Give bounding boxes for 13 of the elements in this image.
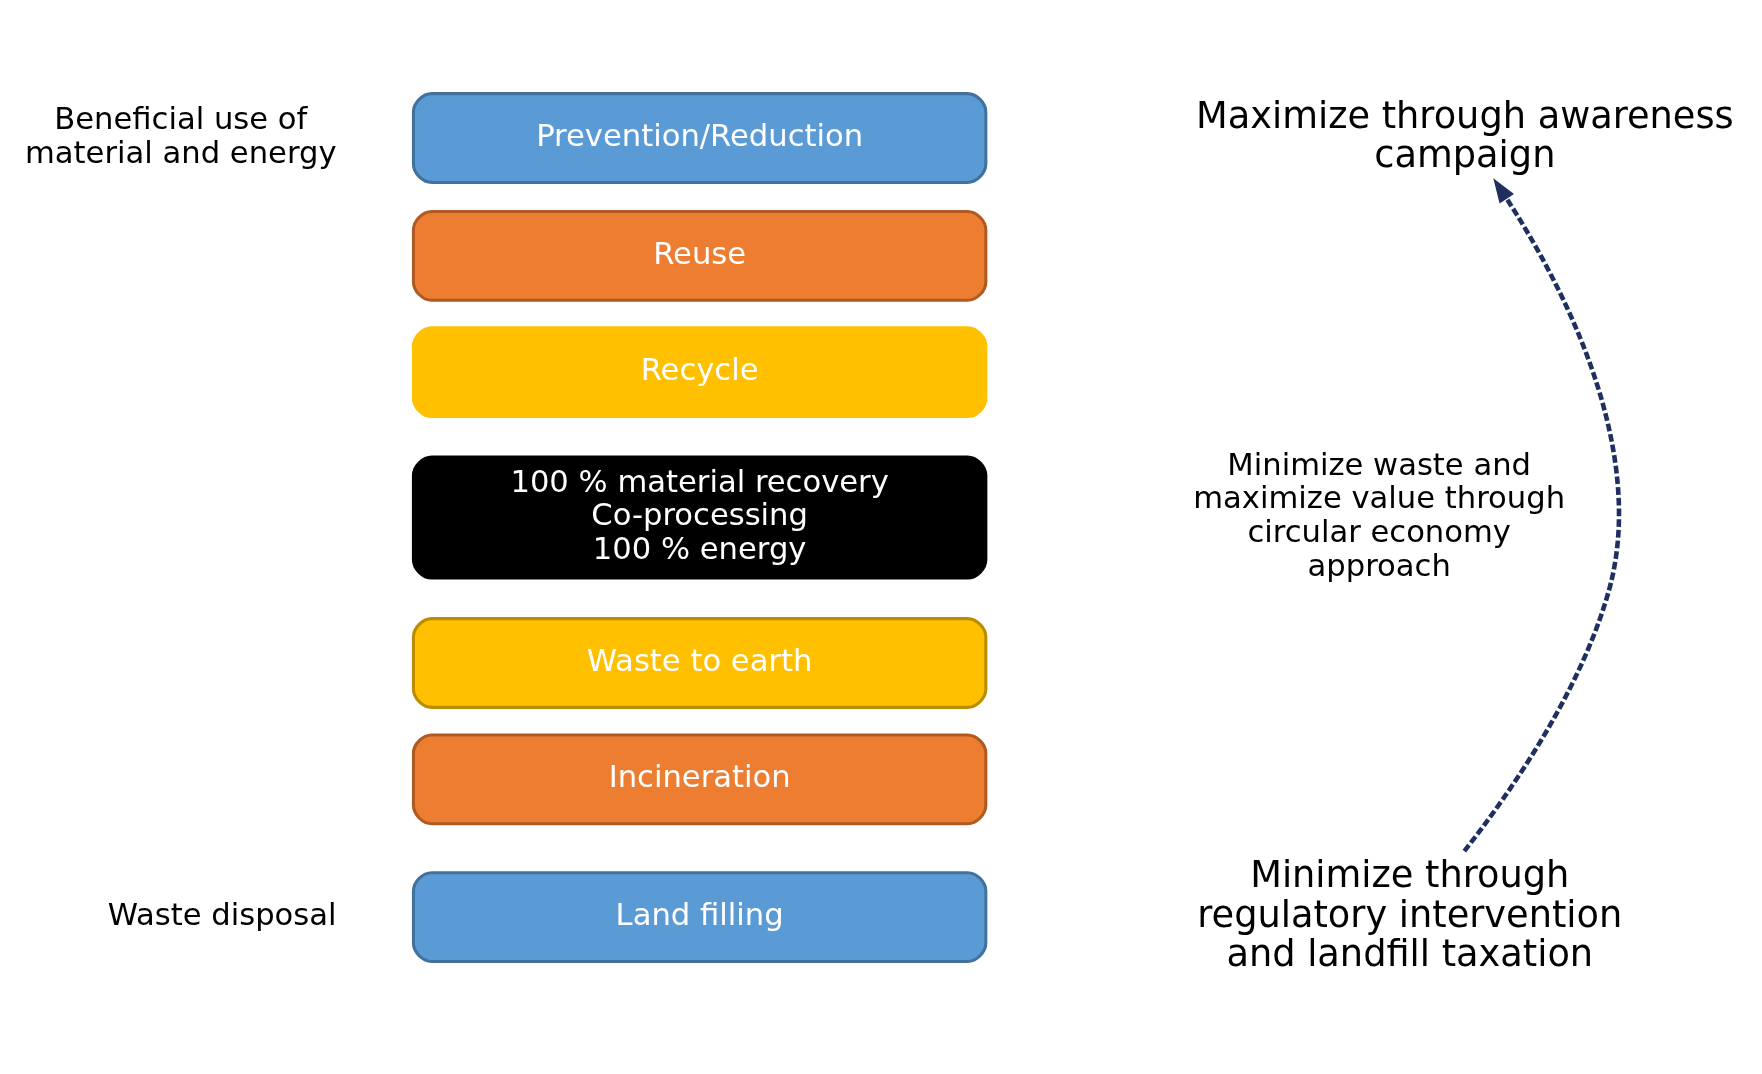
node-text: Maximize through awareness campaign <box>1196 93 1734 176</box>
node-box: Recycle <box>411 325 988 418</box>
node-box: 100 % material recovery Co-processing 100 % energy <box>411 455 988 580</box>
node-box: Reuse <box>411 209 988 302</box>
node-text: Minimize through regulatory intervention and landfill taxation <box>1197 852 1623 975</box>
node-box: Land filling <box>411 870 988 963</box>
label: Beneficial use of material and energy <box>25 100 337 170</box>
label: Waste disposal <box>107 896 337 932</box>
label: Minimize waste and maximize value through circular economy approach <box>1193 446 1566 583</box>
arrow <box>1462 177 1622 852</box>
node-box: Prevention/Reduction <box>411 91 988 184</box>
node-box: Incineration <box>411 732 988 825</box>
node-box: Waste to earth <box>411 616 988 709</box>
